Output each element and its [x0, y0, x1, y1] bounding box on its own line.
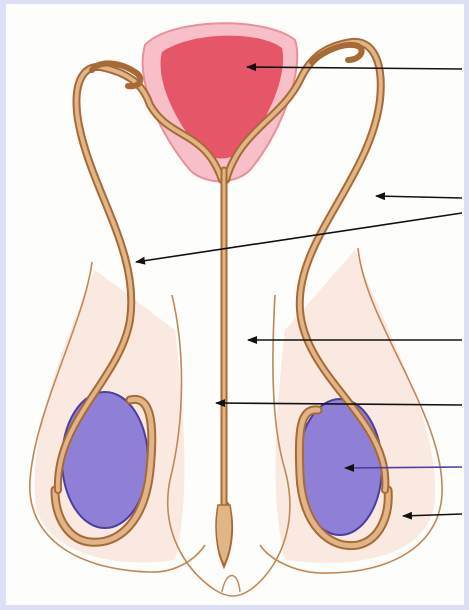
label-line-testis — [345, 467, 462, 468]
left-testis — [62, 392, 148, 528]
